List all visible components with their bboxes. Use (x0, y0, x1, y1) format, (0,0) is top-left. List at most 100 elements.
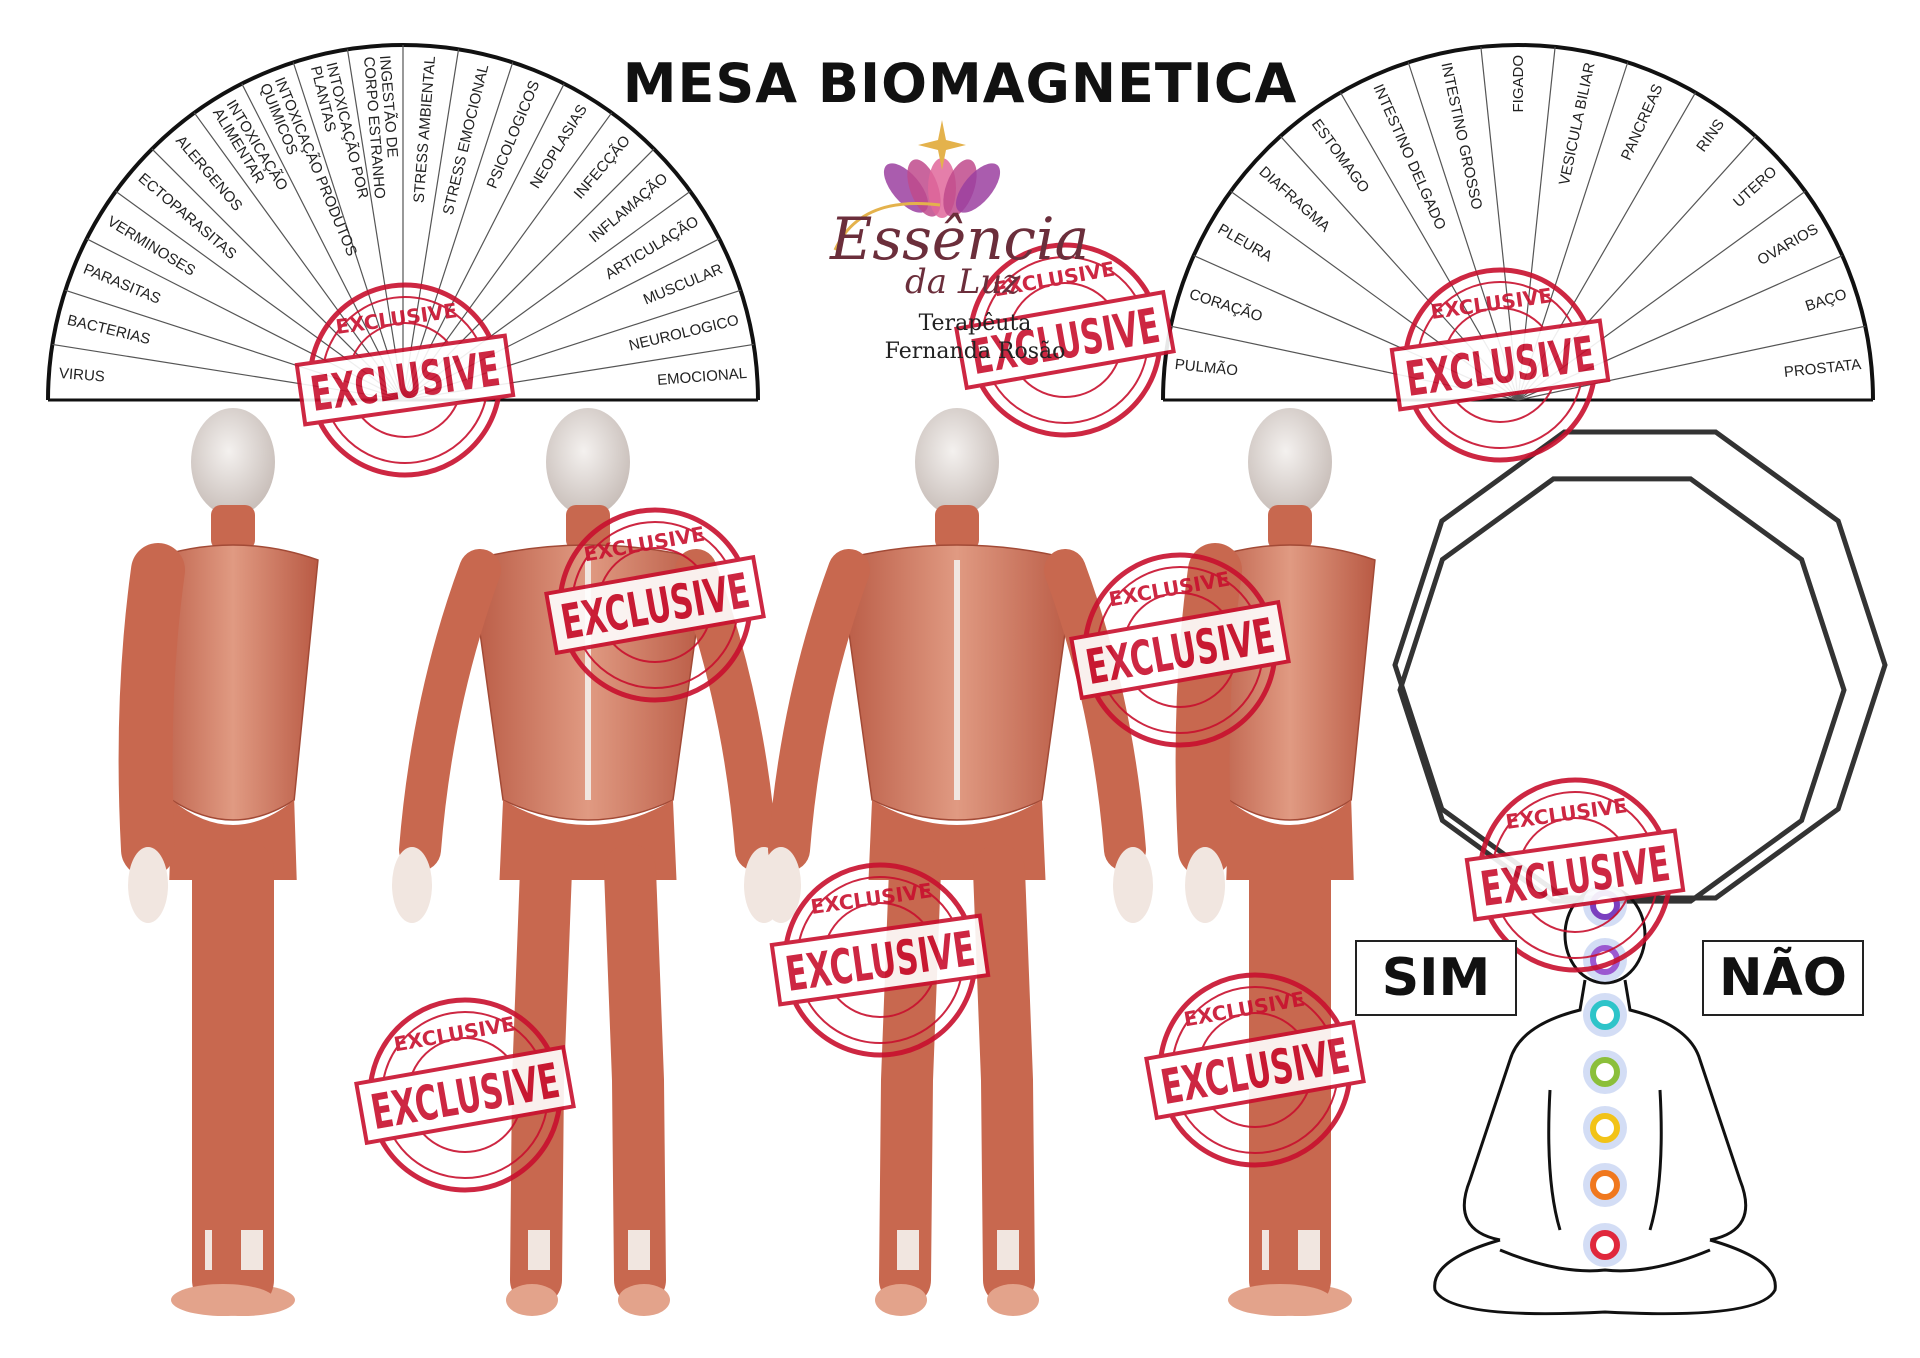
chakra-point (1590, 1170, 1620, 1200)
anatomy-figures (118, 408, 1376, 1316)
chart-divider (1517, 325, 1866, 401)
chart-divider (346, 49, 404, 401)
stamp-banner (1464, 828, 1686, 922)
figure-neck (1268, 505, 1312, 550)
logo-script-sub: da Luz (905, 262, 1021, 302)
chart-label: OVARIOS (1755, 221, 1822, 269)
chart-label: PULMÃO (1174, 356, 1239, 380)
figure-arm (399, 549, 501, 871)
chart-label: STRESS AMBIENTAL (411, 55, 440, 203)
chart-label: PROSTATA (1783, 356, 1862, 381)
chakra-point (1590, 1000, 1620, 1030)
figure-arm (768, 549, 870, 871)
chakra-point (1590, 1230, 1620, 1260)
chart-label: DIAFRAGMA (1256, 163, 1334, 235)
figure-hand (128, 847, 169, 923)
stamp-banner (294, 333, 516, 427)
chart-label: RINS (1693, 116, 1728, 155)
figure-hand (392, 847, 432, 923)
logo-script-main: Essência (830, 205, 1090, 273)
stamp-banner (1389, 318, 1611, 412)
star-icon (918, 120, 966, 170)
anatomy-figure (118, 408, 319, 1316)
figure-head (1248, 408, 1332, 516)
answer-no-box[interactable]: NÃO (1702, 940, 1864, 1016)
figure-hand (1113, 847, 1153, 923)
chart-label: BAÇO (1803, 286, 1849, 315)
decagon-frame (1392, 429, 1888, 904)
figure-foot (875, 1284, 927, 1316)
chart-label: INTESTINO DELGADO (1369, 82, 1449, 233)
chart-label: VESICULA BILIAR (1556, 61, 1599, 187)
figure-leg (604, 844, 666, 1306)
chart-label: FIGADO (1510, 55, 1527, 113)
chart-label: INTESTINO GROSSO (1437, 61, 1485, 211)
figure-arm (1175, 543, 1243, 877)
chart-label: UTERO (1730, 163, 1780, 211)
figure-foot (618, 1284, 670, 1316)
figure-foot (506, 1284, 558, 1316)
stamp-banner (769, 913, 991, 1007)
anatomy-figure (1175, 408, 1376, 1316)
stamp-ring-text: EXCLUSIVE (1504, 793, 1628, 834)
chart-divider (402, 62, 514, 401)
figure-foot (1228, 1284, 1332, 1316)
figure-torso (147, 544, 319, 821)
lotus-petal (955, 163, 1001, 213)
chart-label: CORAÇÃO (1187, 286, 1264, 326)
chart-label: STRESS EMOCIONAL (440, 63, 493, 217)
anatomy-figure (761, 408, 1153, 1316)
chart-divider (292, 62, 404, 401)
figure-hand (761, 847, 801, 923)
meditating-figure-outline (1433, 885, 1777, 1316)
chart-label: PARASITAS (81, 261, 163, 308)
chart-divider (402, 49, 460, 401)
chart-divider (241, 83, 404, 401)
figure-neck (211, 505, 255, 550)
figure-foot (987, 1284, 1039, 1316)
figure-head (191, 408, 275, 516)
chart-label: BACTERIAS (65, 312, 152, 348)
figure-leg (973, 844, 1035, 1306)
chart-label: ESTOMAGO (1308, 116, 1373, 196)
decagon-outline (1392, 429, 1888, 901)
chart-label: INFECÇÃO (571, 132, 634, 202)
stamp-banner (544, 554, 766, 656)
stamp-banner (954, 289, 1176, 391)
stamp-ring-text: EXCLUSIVE (334, 298, 458, 339)
chart-label: PANCREAS (1618, 82, 1667, 163)
chart-label: MUSCULAR (641, 261, 725, 309)
logo-caption-line1: Terapêuta (918, 311, 1032, 336)
logo-swirl (833, 201, 941, 251)
figure-head (915, 408, 999, 516)
figure-hand (1185, 847, 1226, 923)
chart-label: EMOCIONAL (657, 365, 748, 389)
answer-yes-box[interactable]: SIM (1355, 940, 1517, 1016)
figure-foot (171, 1284, 275, 1316)
chart-label: NEUROLOGICO (627, 312, 740, 355)
meditator-left-arm (1462, 979, 1587, 1242)
chart-divider (193, 112, 404, 401)
logo-caption-line2: Fernanda Rosão (884, 339, 1066, 364)
stamp-banner (354, 1044, 576, 1146)
chart-arc (1161, 43, 1875, 401)
stamp-banner (1144, 1019, 1366, 1121)
chart-label: VIRUS (58, 365, 105, 386)
figure-arm (118, 543, 186, 877)
meditator-right-arm (1623, 979, 1748, 1242)
chakra-point (1590, 1057, 1620, 1087)
chakra-points (1583, 883, 1627, 1267)
lotus-logo-icon (833, 120, 1001, 251)
chart-label: PLEURA (1215, 221, 1275, 266)
meditator-legs (1433, 1238, 1777, 1316)
chakra-point (1590, 1113, 1620, 1143)
page-title: MESA BIOMAGNETICA (622, 52, 1298, 115)
figure-neck (935, 505, 979, 550)
meditator-lap (1499, 1248, 1711, 1273)
stamp-banner (1069, 599, 1291, 701)
meditator-torso-left (1547, 1089, 1562, 1231)
logo-caption: Terapêuta Fernanda Rosão (845, 310, 1105, 366)
